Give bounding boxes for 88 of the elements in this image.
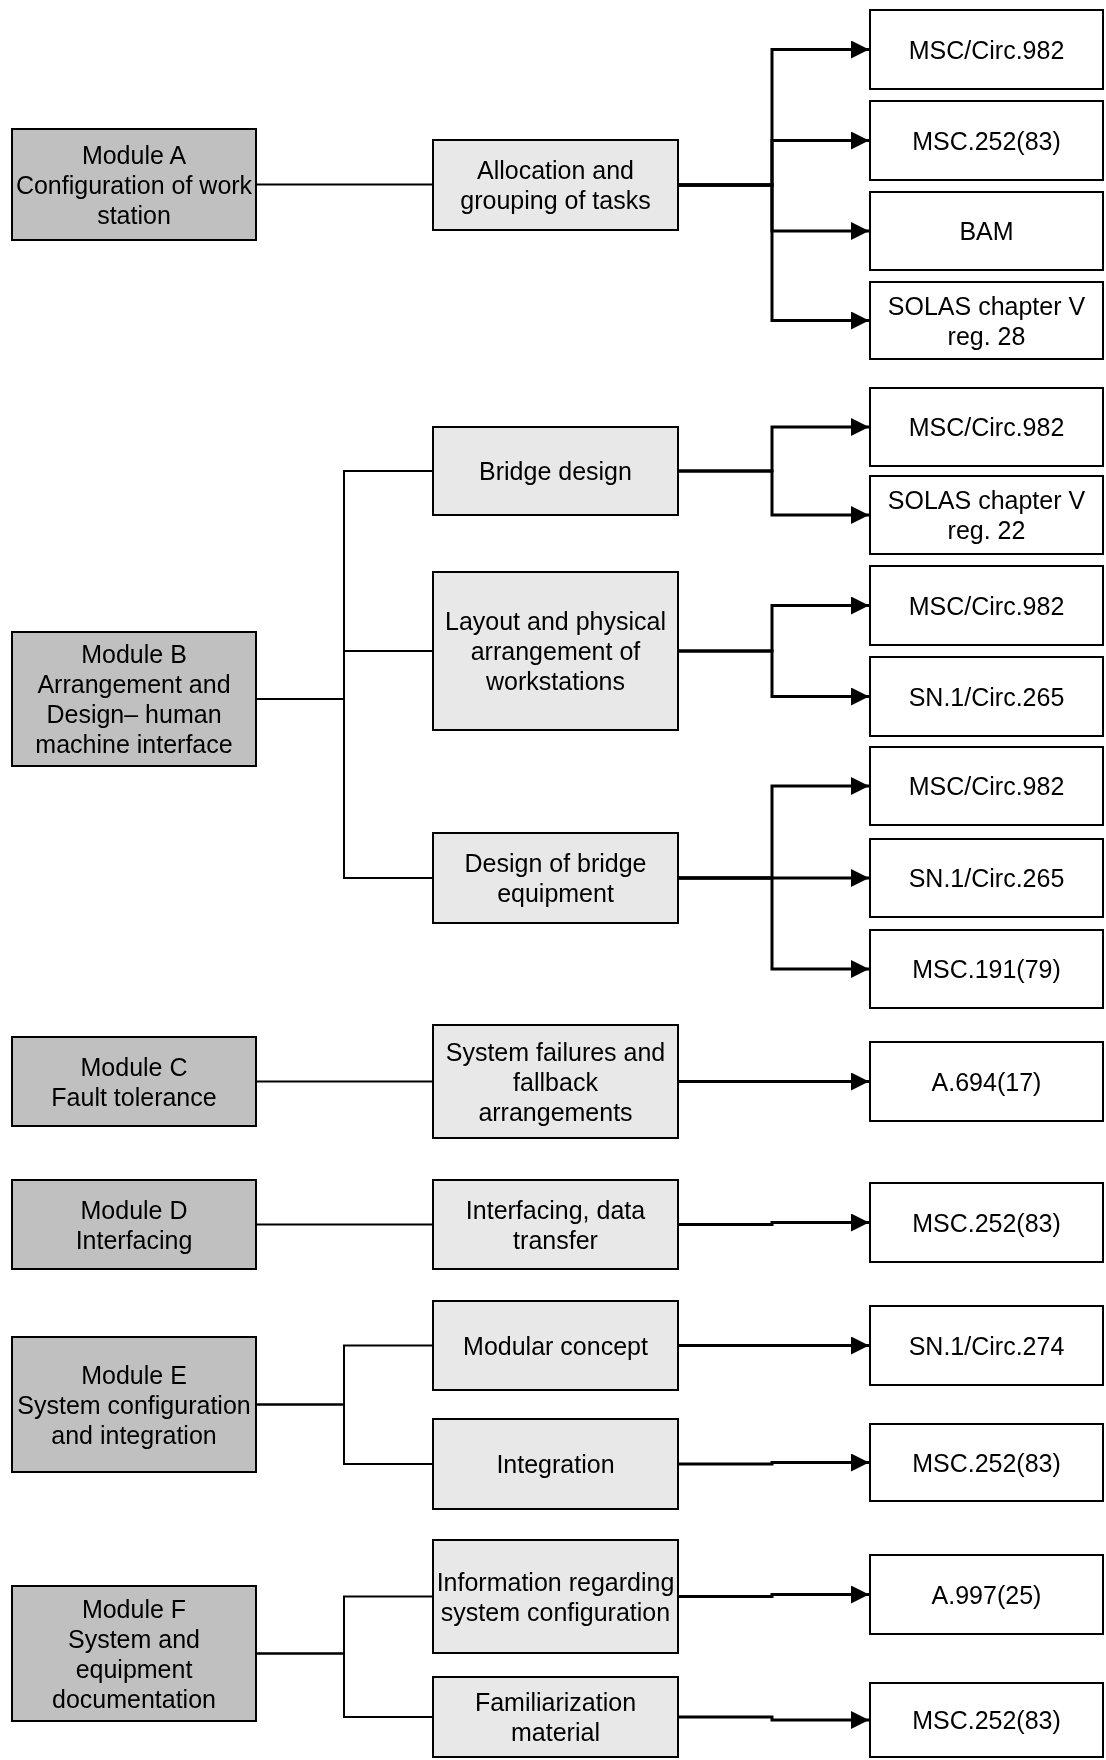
box-label: Design of bridge equipment xyxy=(463,848,648,908)
reference-box xyxy=(869,475,1104,555)
arrow xyxy=(679,649,869,706)
box-label: SN.1/Circ.265 xyxy=(908,681,1065,712)
arrow xyxy=(679,1453,869,1472)
reference-box xyxy=(869,1682,1104,1758)
arrow xyxy=(679,469,869,524)
topic-box xyxy=(432,1300,679,1391)
topic-box xyxy=(432,139,679,231)
reference-box xyxy=(869,1423,1104,1502)
reference-box xyxy=(869,929,1104,1009)
box-label: BAM xyxy=(959,216,1014,246)
reference-box xyxy=(869,746,1104,826)
box-label: MSC/Circ.982 xyxy=(908,412,1065,442)
connector-line xyxy=(256,1223,433,1226)
box-label: Integration xyxy=(496,1449,615,1479)
connector-line xyxy=(256,1080,433,1083)
box-label: Layout and physical arrangement of workstations xyxy=(444,606,667,696)
box-label: A.694(17) xyxy=(931,1066,1042,1097)
module-box xyxy=(11,1179,257,1270)
box-label: Familiarization material xyxy=(473,1687,638,1747)
reference-box xyxy=(869,565,1104,646)
box-label: Arrangement and Design– human machine interface xyxy=(34,669,234,759)
arrow xyxy=(679,876,869,978)
module-box xyxy=(11,631,257,767)
box-label: SN.1/Circ.265 xyxy=(908,863,1065,893)
module-title: Module A xyxy=(81,139,187,170)
box-label: Interfacing xyxy=(75,1224,193,1255)
topic-box xyxy=(432,832,679,924)
arrow xyxy=(679,1336,869,1355)
module-box xyxy=(11,128,257,241)
module-title: Module F xyxy=(81,1593,187,1624)
box-label: Interfacing, data transfer xyxy=(464,1194,647,1255)
connector-line xyxy=(256,183,433,186)
reference-box xyxy=(869,281,1104,360)
reference-box xyxy=(869,838,1104,918)
box-label: Configuration of work station xyxy=(15,169,253,230)
box-label: MSC.252(83) xyxy=(912,1207,1061,1238)
box-label: Information regarding system configuration xyxy=(436,1566,675,1627)
arrow xyxy=(679,1585,869,1604)
module-box xyxy=(11,1336,257,1473)
box-label: SN.1/Circ.274 xyxy=(908,1330,1065,1361)
box-label: MSC.191(79) xyxy=(912,954,1061,984)
module-title: Module E xyxy=(81,1359,187,1390)
reference-box xyxy=(869,191,1104,271)
box-label: Modular concept xyxy=(463,1330,648,1361)
topic-box xyxy=(432,1676,679,1758)
topic-box xyxy=(432,1539,679,1654)
box-label: SOLAS chapter V reg. 22 xyxy=(886,485,1087,545)
reference-box xyxy=(869,1554,1104,1635)
reference-box xyxy=(869,1182,1104,1263)
box-label: System and equipment documentation xyxy=(51,1623,217,1714)
connector-line xyxy=(256,698,433,879)
arrow xyxy=(679,183,869,330)
reference-box xyxy=(869,387,1104,467)
connector-line xyxy=(256,1403,433,1465)
box-label: MSC.252(83) xyxy=(912,1447,1061,1478)
reference-box xyxy=(869,1305,1104,1386)
topic-box xyxy=(432,1418,679,1510)
box-label: MSC/Circ.982 xyxy=(908,34,1065,65)
box-label: MSC.252(83) xyxy=(912,1705,1061,1735)
box-label: System failures and fallback arrangements xyxy=(444,1036,667,1127)
reference-box xyxy=(869,656,1104,737)
box-label: MSC/Circ.982 xyxy=(908,771,1065,801)
arrow xyxy=(679,1072,869,1091)
module-box xyxy=(11,1585,257,1722)
box-label: System configuration and integration xyxy=(16,1389,252,1450)
reference-box xyxy=(869,9,1104,90)
topic-box xyxy=(432,1179,679,1270)
box-label: SOLAS chapter V reg. 28 xyxy=(886,290,1087,351)
connector-line xyxy=(256,1652,433,1718)
topic-box xyxy=(432,1024,679,1139)
reference-box xyxy=(869,100,1104,181)
arrow xyxy=(679,1711,869,1729)
arrow xyxy=(679,1213,869,1232)
topic-box xyxy=(432,571,679,731)
box-label: Fault tolerance xyxy=(51,1081,217,1112)
module-title: Module D xyxy=(80,1194,188,1225)
box-label: MSC.252(83) xyxy=(912,125,1061,156)
box-label: Bridge design xyxy=(479,456,632,486)
topic-box xyxy=(432,426,679,516)
module-box xyxy=(11,1036,257,1127)
module-title: Module B xyxy=(81,639,187,669)
module-title: Module C xyxy=(80,1051,188,1082)
box-label: MSC/Circ.982 xyxy=(908,590,1065,621)
box-label: A.997(25) xyxy=(931,1579,1042,1610)
box-label: Allocation and grouping of tasks xyxy=(459,155,652,215)
reference-box xyxy=(869,1041,1104,1122)
